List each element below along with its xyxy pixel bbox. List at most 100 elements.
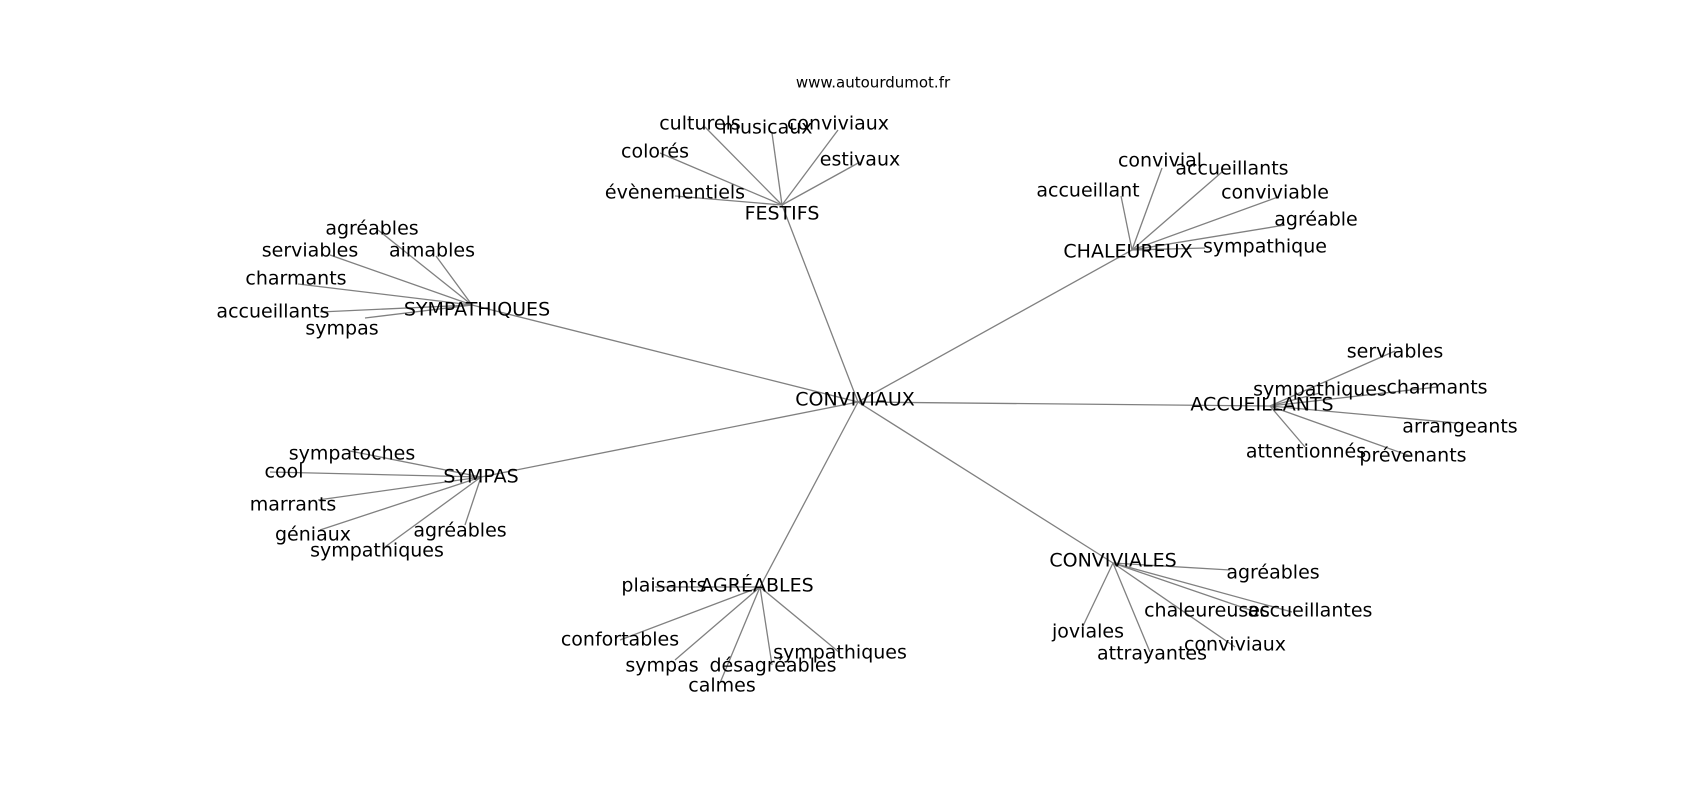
edge-cluster-to-child [1131, 224, 1286, 251]
child-node-label: conviviaux [787, 113, 889, 135]
edge-center-to-cluster [759, 401, 859, 588]
edge-cluster-to-child [1269, 405, 1306, 448]
edge-center-to-cluster [857, 401, 1114, 564]
child-node-label: sympathiques [1253, 379, 1387, 401]
child-node-label: serviables [262, 240, 359, 262]
edge-cluster-to-child [384, 476, 482, 548]
child-node-label: accueillantes [1248, 600, 1373, 622]
child-node-label: serviables [1347, 341, 1444, 363]
edge-cluster-to-child [319, 476, 482, 531]
child-node-label: aimables [389, 240, 475, 262]
edge-cluster-to-child [759, 586, 773, 666]
edge-cluster-to-child [1120, 195, 1133, 251]
edge-cluster-to-child [1112, 562, 1251, 611]
child-node-label: accueillants [216, 301, 329, 323]
child-node-label: agréables [1226, 562, 1319, 584]
cluster-node-label: ACCUEILLANTS [1190, 394, 1333, 416]
edge-cluster-to-child [1131, 171, 1223, 251]
edge-cluster-to-child [377, 229, 473, 306]
cluster-node-label: FESTIFS [745, 203, 820, 225]
child-node-label: sympathique [1203, 236, 1327, 258]
edge-cluster-to-child [1081, 562, 1114, 629]
source-watermark: www.autourdumot.fr [796, 74, 951, 92]
graph-edges [269, 126, 1458, 684]
edge-cluster-to-child [1131, 167, 1163, 251]
edge-cluster-to-child [1269, 386, 1438, 407]
child-node-label: sympathiques [310, 540, 444, 562]
cluster-node-label: CHALEUREUX [1063, 241, 1192, 263]
edge-cluster-to-child [1112, 562, 1236, 648]
child-node-label: charmants [1386, 377, 1487, 399]
center-node-label: CONVIVIAUX [795, 389, 915, 411]
child-node-label: convivial [1118, 150, 1202, 172]
child-node-label: accueillant [1036, 180, 1139, 202]
child-node-label: prévenants [1359, 445, 1466, 467]
child-node-label: attentionnés [1246, 441, 1366, 463]
edge-cluster-to-child [1269, 405, 1411, 457]
edge-cluster-to-child [297, 283, 473, 306]
edge-cluster-to-child [1112, 562, 1231, 571]
child-node-label: agréables [325, 218, 418, 240]
child-node-label: accueillants [1175, 158, 1288, 180]
cluster-node-label: SYMPAS [443, 466, 518, 488]
edge-cluster-to-child [317, 476, 482, 501]
cluster-node-label: SYMPATHIQUES [404, 299, 550, 321]
edge-cluster-to-child [674, 195, 783, 206]
edge-cluster-to-child [1131, 196, 1279, 251]
cluster-node-label: CONVIVIALES [1049, 550, 1176, 572]
edge-cluster-to-child [781, 161, 861, 206]
child-node-label: joviales [1051, 621, 1124, 643]
edge-cluster-to-child [771, 132, 783, 206]
child-node-label: confortables [561, 629, 679, 651]
edge-cluster-to-child [464, 476, 482, 526]
child-node-label: désagréables [709, 655, 836, 677]
child-node-label: colorés [621, 141, 689, 163]
child-node-label: sympathiques [773, 642, 907, 664]
edge-cluster-to-child [329, 254, 473, 306]
edge-cluster-to-child [659, 152, 783, 206]
child-node-label: cool [265, 461, 304, 483]
child-node-label: conviviaux [1184, 634, 1286, 656]
edge-center-to-cluster [480, 401, 859, 478]
edge-cluster-to-child [1269, 350, 1396, 407]
child-node-label: charmants [245, 268, 346, 290]
edge-cluster-to-child [759, 586, 841, 654]
edge-cluster-to-child [1269, 405, 1458, 424]
edge-cluster-to-child [349, 450, 482, 478]
edge-center-to-cluster [781, 204, 859, 403]
edge-cluster-to-child [719, 586, 761, 684]
child-node-label: évènementiels [605, 182, 745, 204]
child-node-label: sympas [305, 318, 378, 340]
edge-cluster-to-child [1131, 247, 1206, 251]
child-node-label: attrayantes [1097, 643, 1207, 665]
edge-cluster-to-child [269, 471, 482, 478]
child-node-label: chaleureuses [1144, 600, 1270, 622]
child-node-label: agréable [1274, 209, 1357, 231]
child-node-label: culturels [659, 113, 741, 135]
child-node-label: géniaux [275, 524, 351, 546]
child-node-label: marrants [250, 494, 336, 516]
edge-cluster-to-child [619, 586, 761, 641]
edge-cluster-to-child [364, 304, 473, 319]
child-node-label: arrangeants [1402, 416, 1517, 438]
edge-cluster-to-child [1112, 562, 1293, 613]
edge-cluster-to-child [1269, 392, 1321, 407]
edge-center-to-cluster [471, 304, 859, 403]
child-node-label: agréables [413, 520, 506, 542]
child-node-label: sympas [625, 655, 698, 677]
child-node-label: calmes [688, 675, 755, 697]
child-node-label: plaisants [621, 575, 706, 597]
child-node-label: estivaux [820, 149, 901, 171]
edge-center-to-cluster [857, 401, 1271, 407]
edge-cluster-to-child [704, 126, 783, 206]
edge-cluster-to-child [674, 586, 761, 661]
child-node-label: conviviable [1221, 182, 1329, 204]
child-node-label: musicaux [721, 117, 812, 139]
edge-cluster-to-child [781, 129, 839, 206]
edge-cluster-to-child [319, 304, 473, 313]
edge-center-to-cluster [857, 249, 1133, 403]
cluster-node-label: AGRÉABLES [700, 574, 813, 597]
graph-labels: www.autourdumot.fr CONVIVIAUX FESTIFS cult… [216, 74, 1517, 697]
edge-cluster-to-child [435, 255, 473, 306]
